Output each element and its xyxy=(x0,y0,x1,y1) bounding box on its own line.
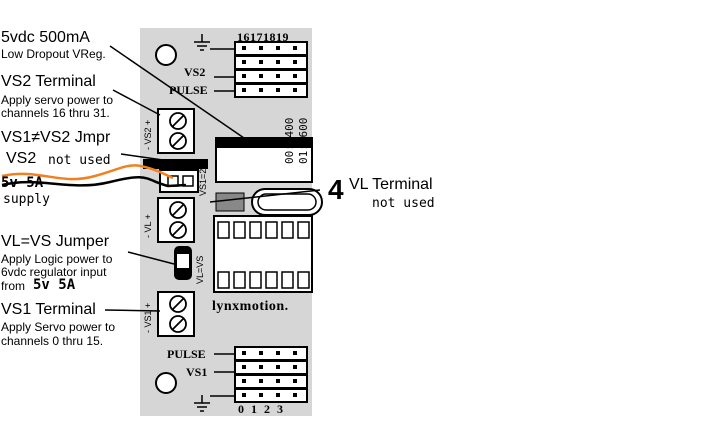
baud-rate-9600: 01:9600 xyxy=(297,117,310,164)
jumper-title: VS1≠VS2 Jmpr xyxy=(1,129,111,146)
vl-terminal-title: VL Terminal xyxy=(349,176,433,193)
terminal-label-vs2: - VS2 + xyxy=(143,119,153,150)
jumper-vs2-label: VS2 xyxy=(6,150,37,167)
vs2-terminal-title: VS2 Terminal xyxy=(1,73,96,90)
vl-jumper-desc-1: Apply Logic power to xyxy=(1,252,113,266)
jumper-callout xyxy=(120,153,164,161)
mounting-hole-top xyxy=(155,44,177,66)
vl-number: 4 xyxy=(328,174,344,205)
crystal-oscillator xyxy=(215,188,323,216)
row-label-vs1: VS1 xyxy=(186,365,208,379)
header-bottom-pin-numbers: 0 1 2 3 xyxy=(238,402,285,416)
terminal-label-vl: - VL + xyxy=(143,214,153,238)
regulator-title: 5vdc 500mA xyxy=(1,29,90,46)
vs1-terminal-desc-2: channels 0 thru 15. xyxy=(1,334,104,348)
vl-jumper-callout xyxy=(127,251,175,265)
brand-logo-text: lynxmotion. xyxy=(212,299,289,314)
voltage-regulator xyxy=(215,137,313,183)
screw-terminal-vs1 xyxy=(157,291,195,337)
vs1-terminal-title: VS1 Terminal xyxy=(1,301,96,318)
ground-icon-bottom xyxy=(194,395,210,412)
supply-wire-orange xyxy=(1,164,174,181)
microcontroller-chip xyxy=(213,215,313,293)
vl-jumper-desc-3-value: 5v 5A xyxy=(33,277,76,293)
servo-header-top xyxy=(210,41,308,98)
screw-terminal-vl xyxy=(157,197,195,243)
vs1-terminal-desc-1: Apply Servo power to xyxy=(1,320,116,334)
row-label-vs2: VS2 xyxy=(184,65,206,79)
supply-label: supply xyxy=(3,192,50,207)
row-label-pulse-top: PULSE xyxy=(169,83,208,97)
regulator-subtitle: Low Dropout VReg. xyxy=(1,47,106,61)
servo-header-bottom xyxy=(210,346,308,403)
vl-jumper-desc-3-prefix: from xyxy=(1,279,25,293)
regulator-callout xyxy=(109,45,245,139)
ground-icon-top xyxy=(194,34,210,51)
vs1-callout xyxy=(104,309,161,312)
jumper-not-used: not used xyxy=(48,153,111,168)
vl-jumper-title: VL=VS Jumper xyxy=(1,233,110,250)
mounting-hole-bottom xyxy=(155,372,177,394)
vs2-terminal-desc-2: channels 16 thru 31. xyxy=(1,106,110,120)
vl-not-used: not used xyxy=(372,196,435,211)
vl-vs-jumper xyxy=(174,246,192,280)
vs2-callout xyxy=(112,89,161,116)
terminal-label-vs1: - VS1 + xyxy=(143,302,153,333)
supply-voltage: 5v 5A xyxy=(1,175,44,191)
vl-jumper-desc-2: 6vdc regulator input xyxy=(1,265,107,279)
row-label-pulse-bottom: PULSE xyxy=(167,347,206,361)
vs2-terminal-desc-1: Apply servo power to xyxy=(1,93,114,107)
screw-terminal-vs2 xyxy=(157,108,195,154)
header-top-pin-numbers: 16171819 xyxy=(237,30,289,44)
callout-lines xyxy=(104,45,321,312)
vl-callout xyxy=(209,189,321,203)
baud-rate-2400: 00:2400 xyxy=(283,117,296,164)
jumper-label-vs1-2: VS1=2 xyxy=(198,168,208,196)
jumper-label-vl-vs: VL=VS xyxy=(195,255,205,284)
supply-wire-black xyxy=(1,176,187,188)
